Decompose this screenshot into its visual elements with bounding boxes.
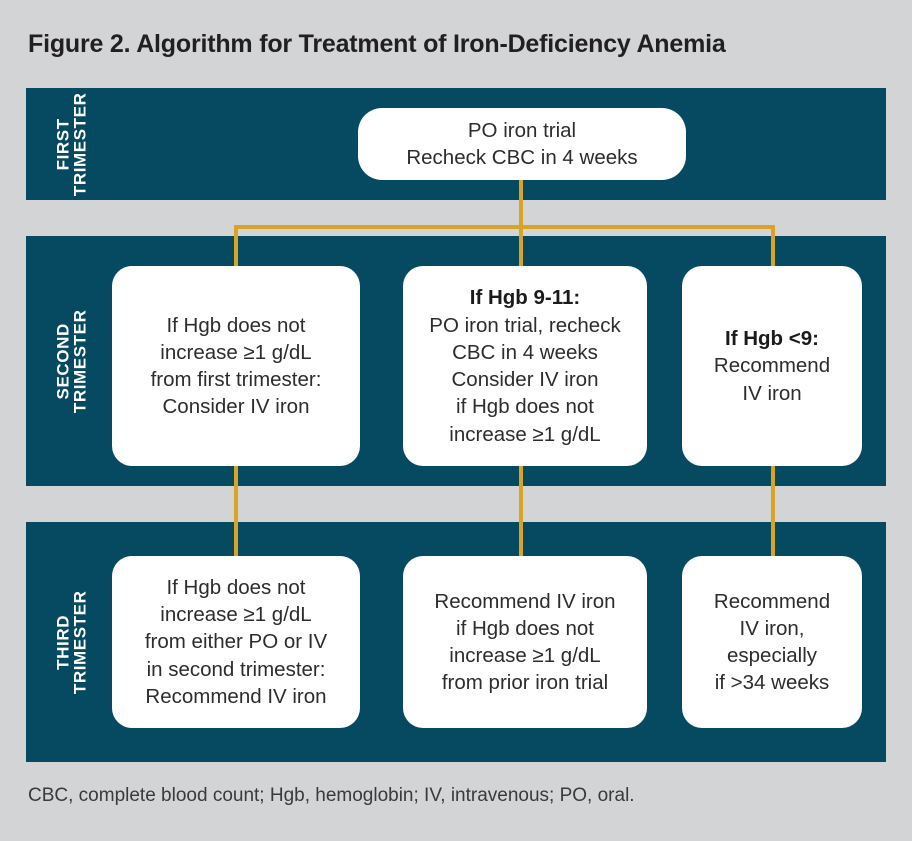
node-second-trimester-right: If Hgb <9: Recommend IV iron [682,266,862,466]
band-label-second-line1: SECOND [53,322,73,400]
node-second-trimester-left: If Hgb does not increase ≥1 g/dL from fi… [112,266,360,466]
node-line: if Hgb does not [456,395,594,419]
connector-bus-to-second-right [771,225,775,270]
node-line: IV iron [742,381,802,405]
node-third-trimester-middle: Recommend IV iron if Hgb does not increa… [403,556,647,728]
connector-horizontal-bus [234,225,775,229]
node-line: from either PO or IV [144,630,328,654]
node-line: CBC in 4 weeks [452,340,598,364]
node-line: especially [726,644,818,667]
node-line: from prior iron trial [441,671,609,695]
node-third-trimester-right: Recommend IV iron, especially if >34 wee… [682,556,862,728]
node-line: if Hgb does not [456,616,594,640]
node-lead-label: If Hgb 9-11: [469,286,581,310]
node-lead-label: If Hgb <9: [725,327,819,351]
node-line: if >34 weeks [714,671,830,695]
band-label-first-line2: TRIMESTER [71,92,90,196]
node-line: increase ≥1 g/dL [449,644,601,667]
figure-title: Figure 2. Algorithm for Treatment of Iro… [28,30,726,58]
band-label-third-line2: TRIMESTER [71,590,90,694]
node-line: PO iron trial [467,118,577,142]
node-line: Recommend IV iron [434,589,616,613]
band-label-third-trimester: THIRD TRIMESTER [26,522,118,762]
node-line: PO iron trial, recheck [429,313,621,337]
figure-footnote-abbreviations: CBC, complete blood count; Hgb, hemoglob… [28,785,635,806]
node-third-trimester-left: If Hgb does not increase ≥1 g/dL from ei… [112,556,360,728]
band-label-second-line2: TRIMESTER [71,309,90,413]
node-line: Consider IV iron [451,368,599,391]
connector-bus-to-second-left [234,225,238,270]
node-line: If Hgb does not [166,575,306,599]
band-label-first-trimester: FIRST TRIMESTER [26,88,118,200]
node-line: increase ≥1 g/dL [160,340,312,364]
node-line: Recommend IV iron [145,684,327,708]
node-line: increase ≥1 g/dL [160,603,312,627]
band-label-second-trimester: SECOND TRIMESTER [26,236,118,486]
node-line: Recheck CBC in 4 weeks [406,146,638,169]
node-line: Recommend [713,589,831,613]
node-line: in second trimester: [146,657,326,681]
connector-bus-to-second-middle [519,225,523,270]
node-line: If Hgb does not [166,313,306,337]
connector-second-middle-to-third-middle [519,462,523,560]
node-line: from first trimester: [150,368,322,391]
node-first-trimester-po-iron-trial: PO iron trial Recheck CBC in 4 weeks [358,108,686,180]
node-line: Recommend [713,354,831,378]
node-line: increase ≥1 g/dL [449,422,601,446]
connector-first-to-bus [519,178,523,228]
band-label-third-line1: THIRD [53,614,73,670]
band-label-first-line1: FIRST [53,117,73,171]
node-line: IV iron, [739,616,805,640]
connector-second-right-to-third-right [771,462,775,560]
connector-second-left-to-third-left [234,462,238,560]
node-line: Consider IV iron [162,395,310,419]
node-second-trimester-middle: If Hgb 9-11: PO iron trial, recheck CBC … [403,266,647,466]
